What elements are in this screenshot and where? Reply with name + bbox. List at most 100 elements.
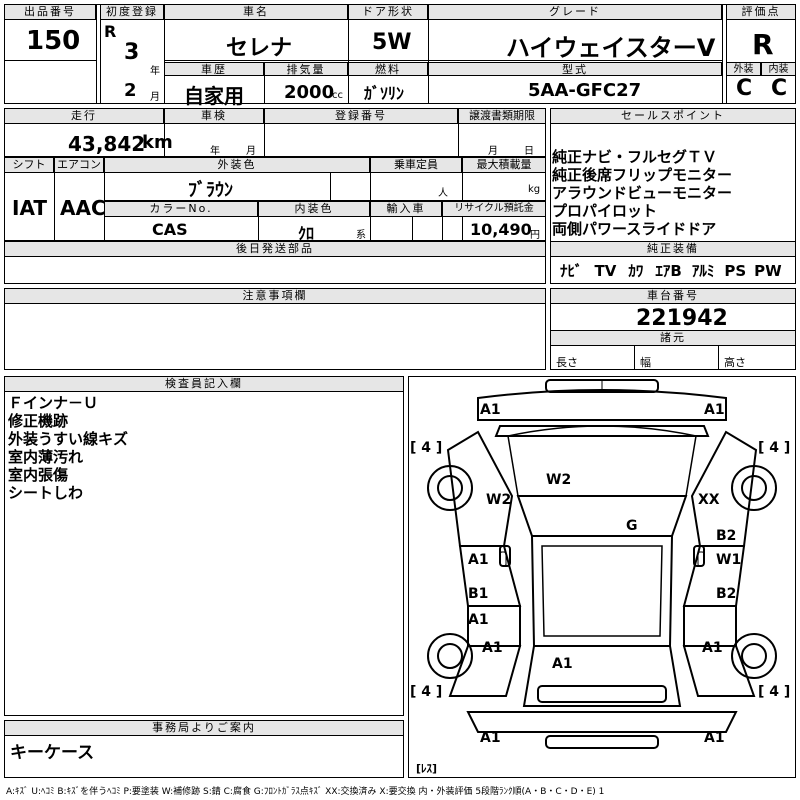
damage-a1-right-quarter: A1 [702, 640, 723, 656]
damage-b2-right-door: B2 [716, 528, 737, 544]
damage-a1-front-left: A1 [480, 402, 501, 418]
history-header: 車歴 [164, 62, 264, 76]
damage-a1-front-right: A1 [704, 402, 725, 418]
list-item: 室内張傷 [8, 466, 69, 484]
equip-item: PS [724, 262, 747, 280]
color-header: 外装色 [104, 157, 370, 173]
ac-value: AAC [60, 196, 106, 220]
legend-text: A:ｷｽﾞ U:ﾍｺﾐ B:ｷｽﾞを伴うﾍｺﾐ P:要塗装 W:補修跡 S:錆 … [6, 787, 605, 797]
tire-front-left: [ 4 ] [410, 440, 443, 456]
list-item: 純正ナビ・フルセグＴＶ [552, 148, 718, 166]
damage-a1-rear-right: A1 [704, 730, 725, 746]
transfer-day-unit: 日 [524, 146, 534, 157]
list-item: プロパイロット [552, 202, 658, 220]
history-value: 自家用 [184, 84, 244, 108]
damage-xx-right: XX [698, 492, 720, 508]
equip-item: ｴｱB [655, 262, 682, 280]
damage-a1-left-door: A1 [468, 552, 489, 568]
ext-header: 外装 [726, 62, 761, 76]
later-header: 後日発送部品 [4, 241, 546, 257]
transfer-month-unit: 月 [488, 146, 498, 157]
list-item: アラウンドビューモニター [552, 184, 733, 202]
spec-height: 高さ [724, 356, 746, 369]
int-header: 内装 [761, 62, 796, 76]
disp-header: 排気量 [264, 62, 348, 76]
spec-length: 長さ [556, 356, 578, 369]
recycle-unit: 円 [530, 230, 540, 241]
damage-a1-rear-left: A1 [480, 730, 501, 746]
inspector-list: Ｆインナ－Ｕ 修正機跡 外装うすい線キズ 室内薄汚れ 室内張傷 シートしわ [8, 394, 128, 502]
list-item: 修正機跡 [8, 412, 69, 430]
load-header: 最大積載量 [462, 157, 546, 173]
reg-header: 初度登録 [100, 4, 164, 20]
damage-w2-hood: W2 [546, 472, 572, 488]
score-value: R [752, 28, 774, 61]
list-item: 両側パワースライドドア [552, 220, 717, 238]
office-text: キーケース [10, 743, 95, 763]
import-header: 輸入車 [370, 201, 442, 217]
sales-list: 純正ナビ・フルセグＴＶ 純正後席フリップモニター アラウンドビューモニター プロ… [552, 148, 732, 238]
damage-w1-right-door: W1 [716, 552, 742, 568]
shift-value: IAT [12, 196, 48, 220]
fuel-value: ｶﾞｿﾘﾝ [364, 84, 405, 103]
regno-header: 登録番号 [264, 108, 458, 124]
mileage-unit: km [142, 132, 173, 153]
fuel-header: 燃料 [348, 62, 428, 76]
sales-header: セールスポイント [550, 108, 796, 124]
colorno-value: CAS [152, 220, 188, 239]
inspect-header: 車検 [164, 108, 264, 124]
chassis-header: 車台番号 [550, 288, 796, 304]
shift-header: シフト [4, 157, 54, 173]
name-value: セレナ [226, 36, 293, 61]
lot-no-value: 150 [26, 26, 81, 56]
intcolor-unit: 系 [356, 230, 366, 241]
spec-width: 幅 [640, 356, 651, 369]
model-header: 型式 [428, 62, 722, 76]
tire-rear-left: [ 4 ] [410, 684, 443, 700]
name-header: 車名 [164, 4, 348, 20]
model-value: 5AA-GFC27 [528, 80, 642, 101]
ext-value: C [736, 76, 753, 101]
equip-header: 純正装備 [550, 241, 796, 257]
list-item: Ｆインナ－Ｕ [8, 394, 99, 412]
list-item: シートしわ [8, 484, 84, 502]
grade-value: ハイウェイスターV [506, 34, 716, 62]
intcolor-value: ｸﾛ [298, 224, 315, 243]
equip-item: PW [754, 262, 782, 280]
disp-unit: cc [332, 90, 343, 101]
diagram-block [408, 376, 796, 778]
list-item: 室内薄汚れ [8, 448, 84, 466]
era-value: R [104, 22, 117, 41]
spare-tire-label: [ﾚｽ] [416, 762, 438, 775]
inspect-year-unit: 年 [210, 146, 220, 157]
equip-item: ｱﾙﾐ [691, 262, 715, 280]
damage-a1-left-rear: A1 [468, 612, 489, 628]
inspector-header: 検査員記入欄 [4, 376, 404, 392]
capacity-header: 乗車定員 [370, 157, 462, 173]
transfer-header: 譲渡書類期限 [458, 108, 546, 124]
load-unit: kg [528, 184, 541, 195]
intcolor-header: 内装色 [258, 201, 370, 217]
tire-front-right: [ 4 ] [758, 440, 791, 456]
score-header: 評価点 [726, 4, 796, 20]
colorno-header: カラーNo. [104, 201, 258, 217]
damage-g-glass: G [626, 518, 638, 534]
month-value: 2 [124, 80, 137, 101]
equip-item: TV [594, 262, 617, 280]
recycle-header: リサイクル預託金 [442, 201, 546, 217]
grade-header: グレード [428, 4, 722, 20]
disp-value: 2000 [284, 82, 335, 103]
damage-b2-right-rear: B2 [716, 586, 737, 602]
notes-header: 注意事項欄 [4, 288, 546, 304]
list-item: 外装うすい線キズ [8, 430, 129, 448]
capacity-unit: 人 [438, 188, 448, 199]
year-unit: 年 [150, 66, 160, 77]
ac-header: エアコン [54, 157, 104, 173]
mileage-header: 走行 [4, 108, 164, 124]
month-unit: 月 [150, 92, 160, 103]
car-diagram [427, 379, 777, 749]
damage-w2-left: W2 [486, 492, 512, 508]
damage-a1-rear-hatch: A1 [552, 656, 573, 672]
equip-item: ﾅﾋﾞ [560, 262, 583, 280]
